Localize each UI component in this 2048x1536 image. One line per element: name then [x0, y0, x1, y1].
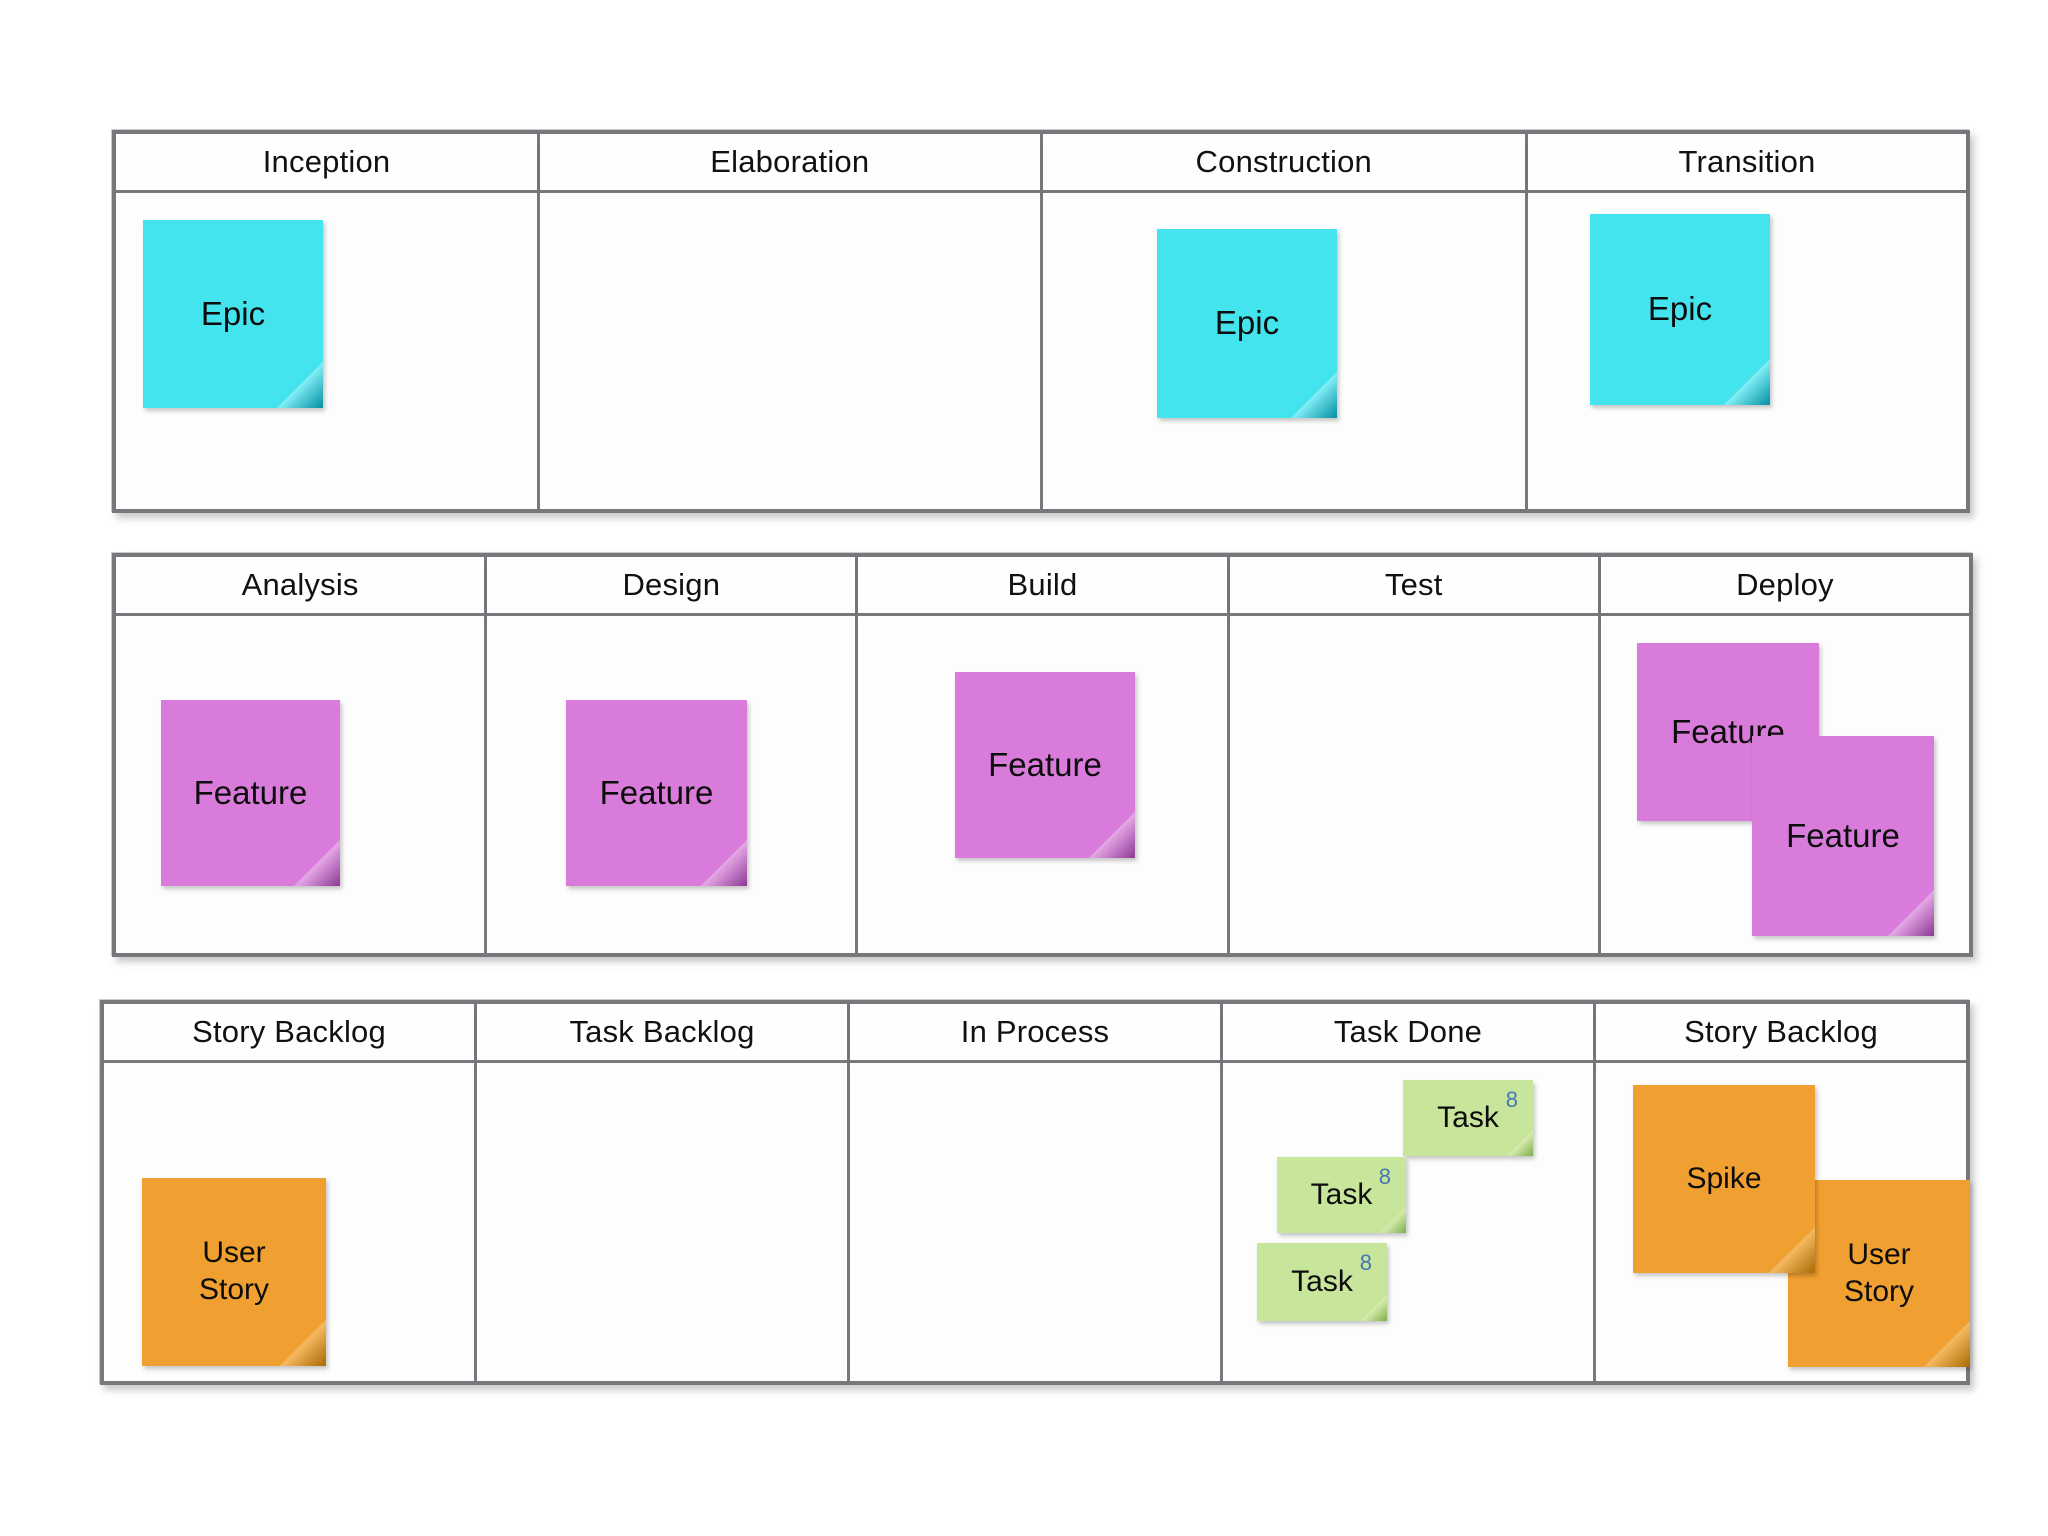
sticky-note-feature[interactable]: Feature	[161, 700, 340, 886]
column-body	[477, 1063, 847, 1381]
column-header: Story Backlog	[104, 1004, 474, 1063]
column-header: Construction	[1042, 134, 1526, 193]
sticky-note-epic[interactable]: Epic	[1590, 214, 1770, 405]
column-header: Task Backlog	[477, 1004, 847, 1063]
column-header: Design	[487, 557, 856, 616]
note-label: Task	[1291, 1264, 1353, 1298]
column-header: In Process	[850, 1004, 1220, 1063]
column-header: Story Backlog	[1596, 1004, 1966, 1063]
column-header: Deploy	[1600, 557, 1970, 616]
sticky-note-task[interactable]: Task 8	[1403, 1080, 1533, 1156]
task-points-badge: 8	[1505, 1087, 1518, 1112]
note-label: Epic	[200, 294, 266, 332]
column-test: Test	[1226, 557, 1598, 953]
note-label: User Story	[198, 1236, 270, 1306]
note-label: Epic	[1214, 304, 1280, 342]
note-label: Feature	[1786, 816, 1900, 854]
note-label: Feature	[988, 745, 1102, 783]
column-header: Task Done	[1223, 1004, 1593, 1063]
sticky-note-feature[interactable]: Feature	[955, 672, 1135, 858]
note-label: Spike	[1686, 1161, 1762, 1195]
sticky-note-spike[interactable]: Spike	[1633, 1085, 1815, 1273]
column-in-process: In Process	[847, 1004, 1220, 1381]
column-task-backlog: Task Backlog	[474, 1004, 847, 1381]
sticky-note-epic[interactable]: Epic	[143, 220, 323, 408]
column-body	[850, 1063, 1220, 1381]
column-header: Build	[858, 557, 1227, 616]
note-label: User Story	[1843, 1237, 1915, 1308]
sticky-note-task[interactable]: Task 8	[1257, 1243, 1387, 1321]
column-elaboration: Elaboration	[537, 134, 1040, 509]
sticky-note-user-story[interactable]: User Story	[1788, 1180, 1970, 1367]
sticky-note-task[interactable]: Task 8	[1277, 1157, 1406, 1233]
task-points-badge: 8	[1378, 1164, 1391, 1189]
sticky-note-feature[interactable]: Feature	[1752, 736, 1934, 936]
note-label: Feature	[193, 773, 308, 811]
column-task-done: Task Done	[1220, 1004, 1593, 1381]
column-body	[1229, 616, 1598, 953]
note-label: Task	[1310, 1177, 1373, 1211]
column-header: Analysis	[116, 557, 485, 616]
column-header: Test	[1229, 557, 1598, 616]
note-label: Feature	[599, 773, 714, 811]
sticky-note-feature[interactable]: Feature	[566, 700, 747, 886]
note-label: Task	[1437, 1100, 1499, 1134]
sticky-note-epic[interactable]: Epic	[1157, 229, 1337, 418]
column-header: Transition	[1528, 134, 1966, 193]
column-header: Elaboration	[540, 134, 1040, 193]
column-header: Inception	[116, 134, 538, 193]
note-label: Epic	[1647, 290, 1713, 328]
column-body	[540, 193, 1040, 509]
sticky-note-user-story[interactable]: User Story	[142, 1178, 326, 1366]
task-points-badge: 8	[1359, 1250, 1372, 1275]
